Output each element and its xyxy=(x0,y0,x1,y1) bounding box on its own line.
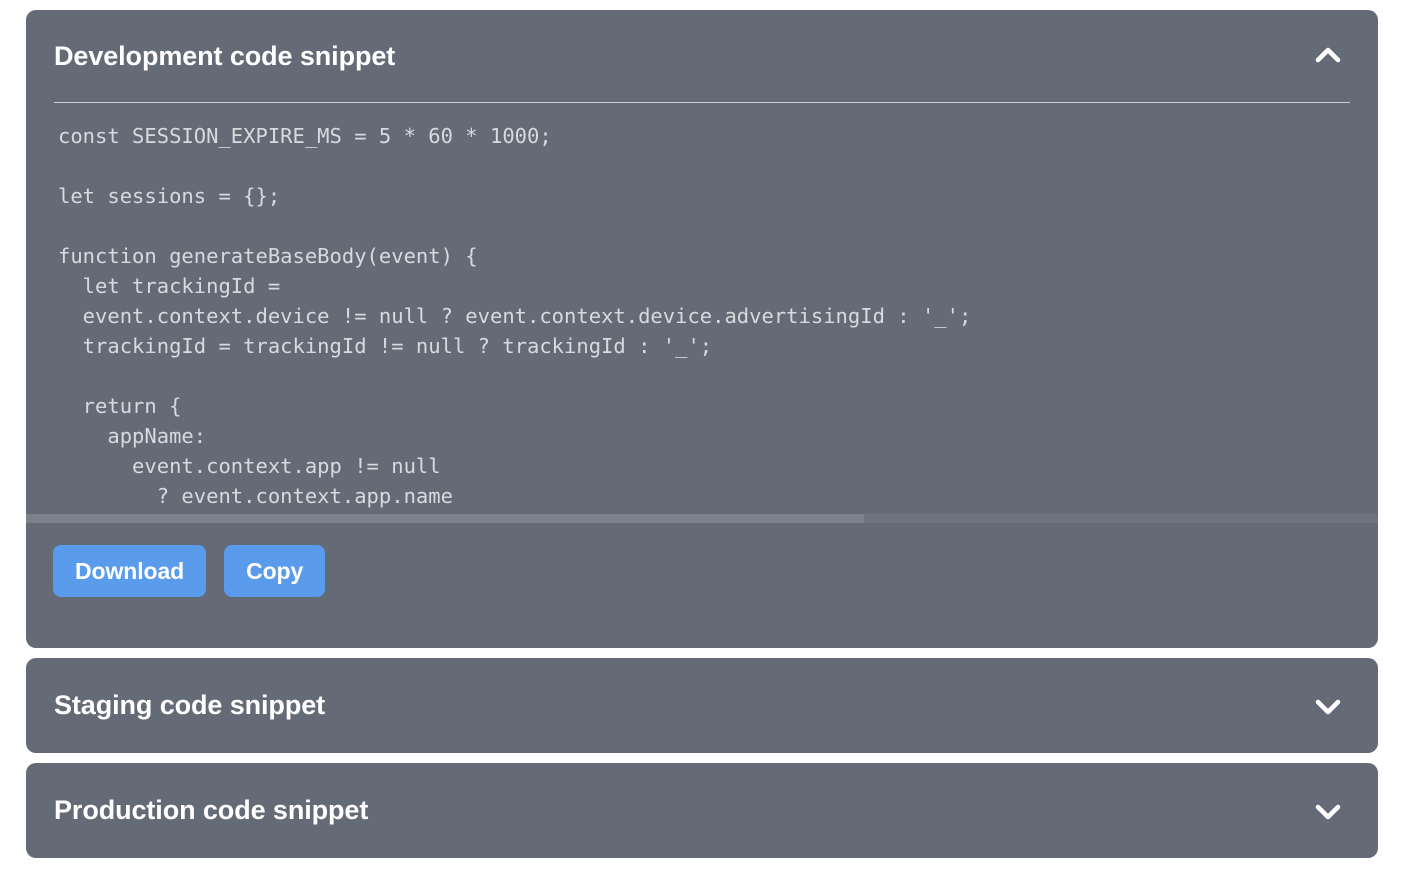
accordion-panel-staging: Staging code snippet xyxy=(26,658,1378,753)
accordion-header-production[interactable]: Production code snippet xyxy=(26,763,1378,858)
panel-title-staging: Staging code snippet xyxy=(54,690,326,720)
code-scroll-area[interactable]: const SESSION_EXPIRE_MS = 5 * 60 * 1000;… xyxy=(26,103,1378,523)
chevron-down-icon[interactable] xyxy=(1306,789,1350,833)
accordion-header-staging[interactable]: Staging code snippet xyxy=(26,658,1378,753)
accordion-header-development[interactable]: Development code snippet xyxy=(26,10,1378,102)
horizontal-scrollbar[interactable] xyxy=(26,514,1378,523)
panel-divider xyxy=(54,102,1350,103)
panel-actions-development: Download Copy xyxy=(26,523,1378,597)
chevron-down-icon[interactable] xyxy=(1306,684,1350,728)
copy-button[interactable]: Copy xyxy=(224,545,326,597)
chevron-up-icon[interactable] xyxy=(1306,34,1350,78)
horizontal-scrollbar-thumb[interactable] xyxy=(26,514,865,523)
accordion-panel-production: Production code snippet xyxy=(26,763,1378,858)
code-block-development: const SESSION_EXPIRE_MS = 5 * 60 * 1000;… xyxy=(58,124,1070,523)
panel-title-production: Production code snippet xyxy=(54,795,369,825)
download-button[interactable]: Download xyxy=(53,545,207,597)
code-viewport-development: const SESSION_EXPIRE_MS = 5 * 60 * 1000;… xyxy=(26,103,1378,523)
panel-title-development: Development code snippet xyxy=(54,40,396,71)
accordion-panel-development: Development code snippet const SESSION_E… xyxy=(26,10,1378,648)
